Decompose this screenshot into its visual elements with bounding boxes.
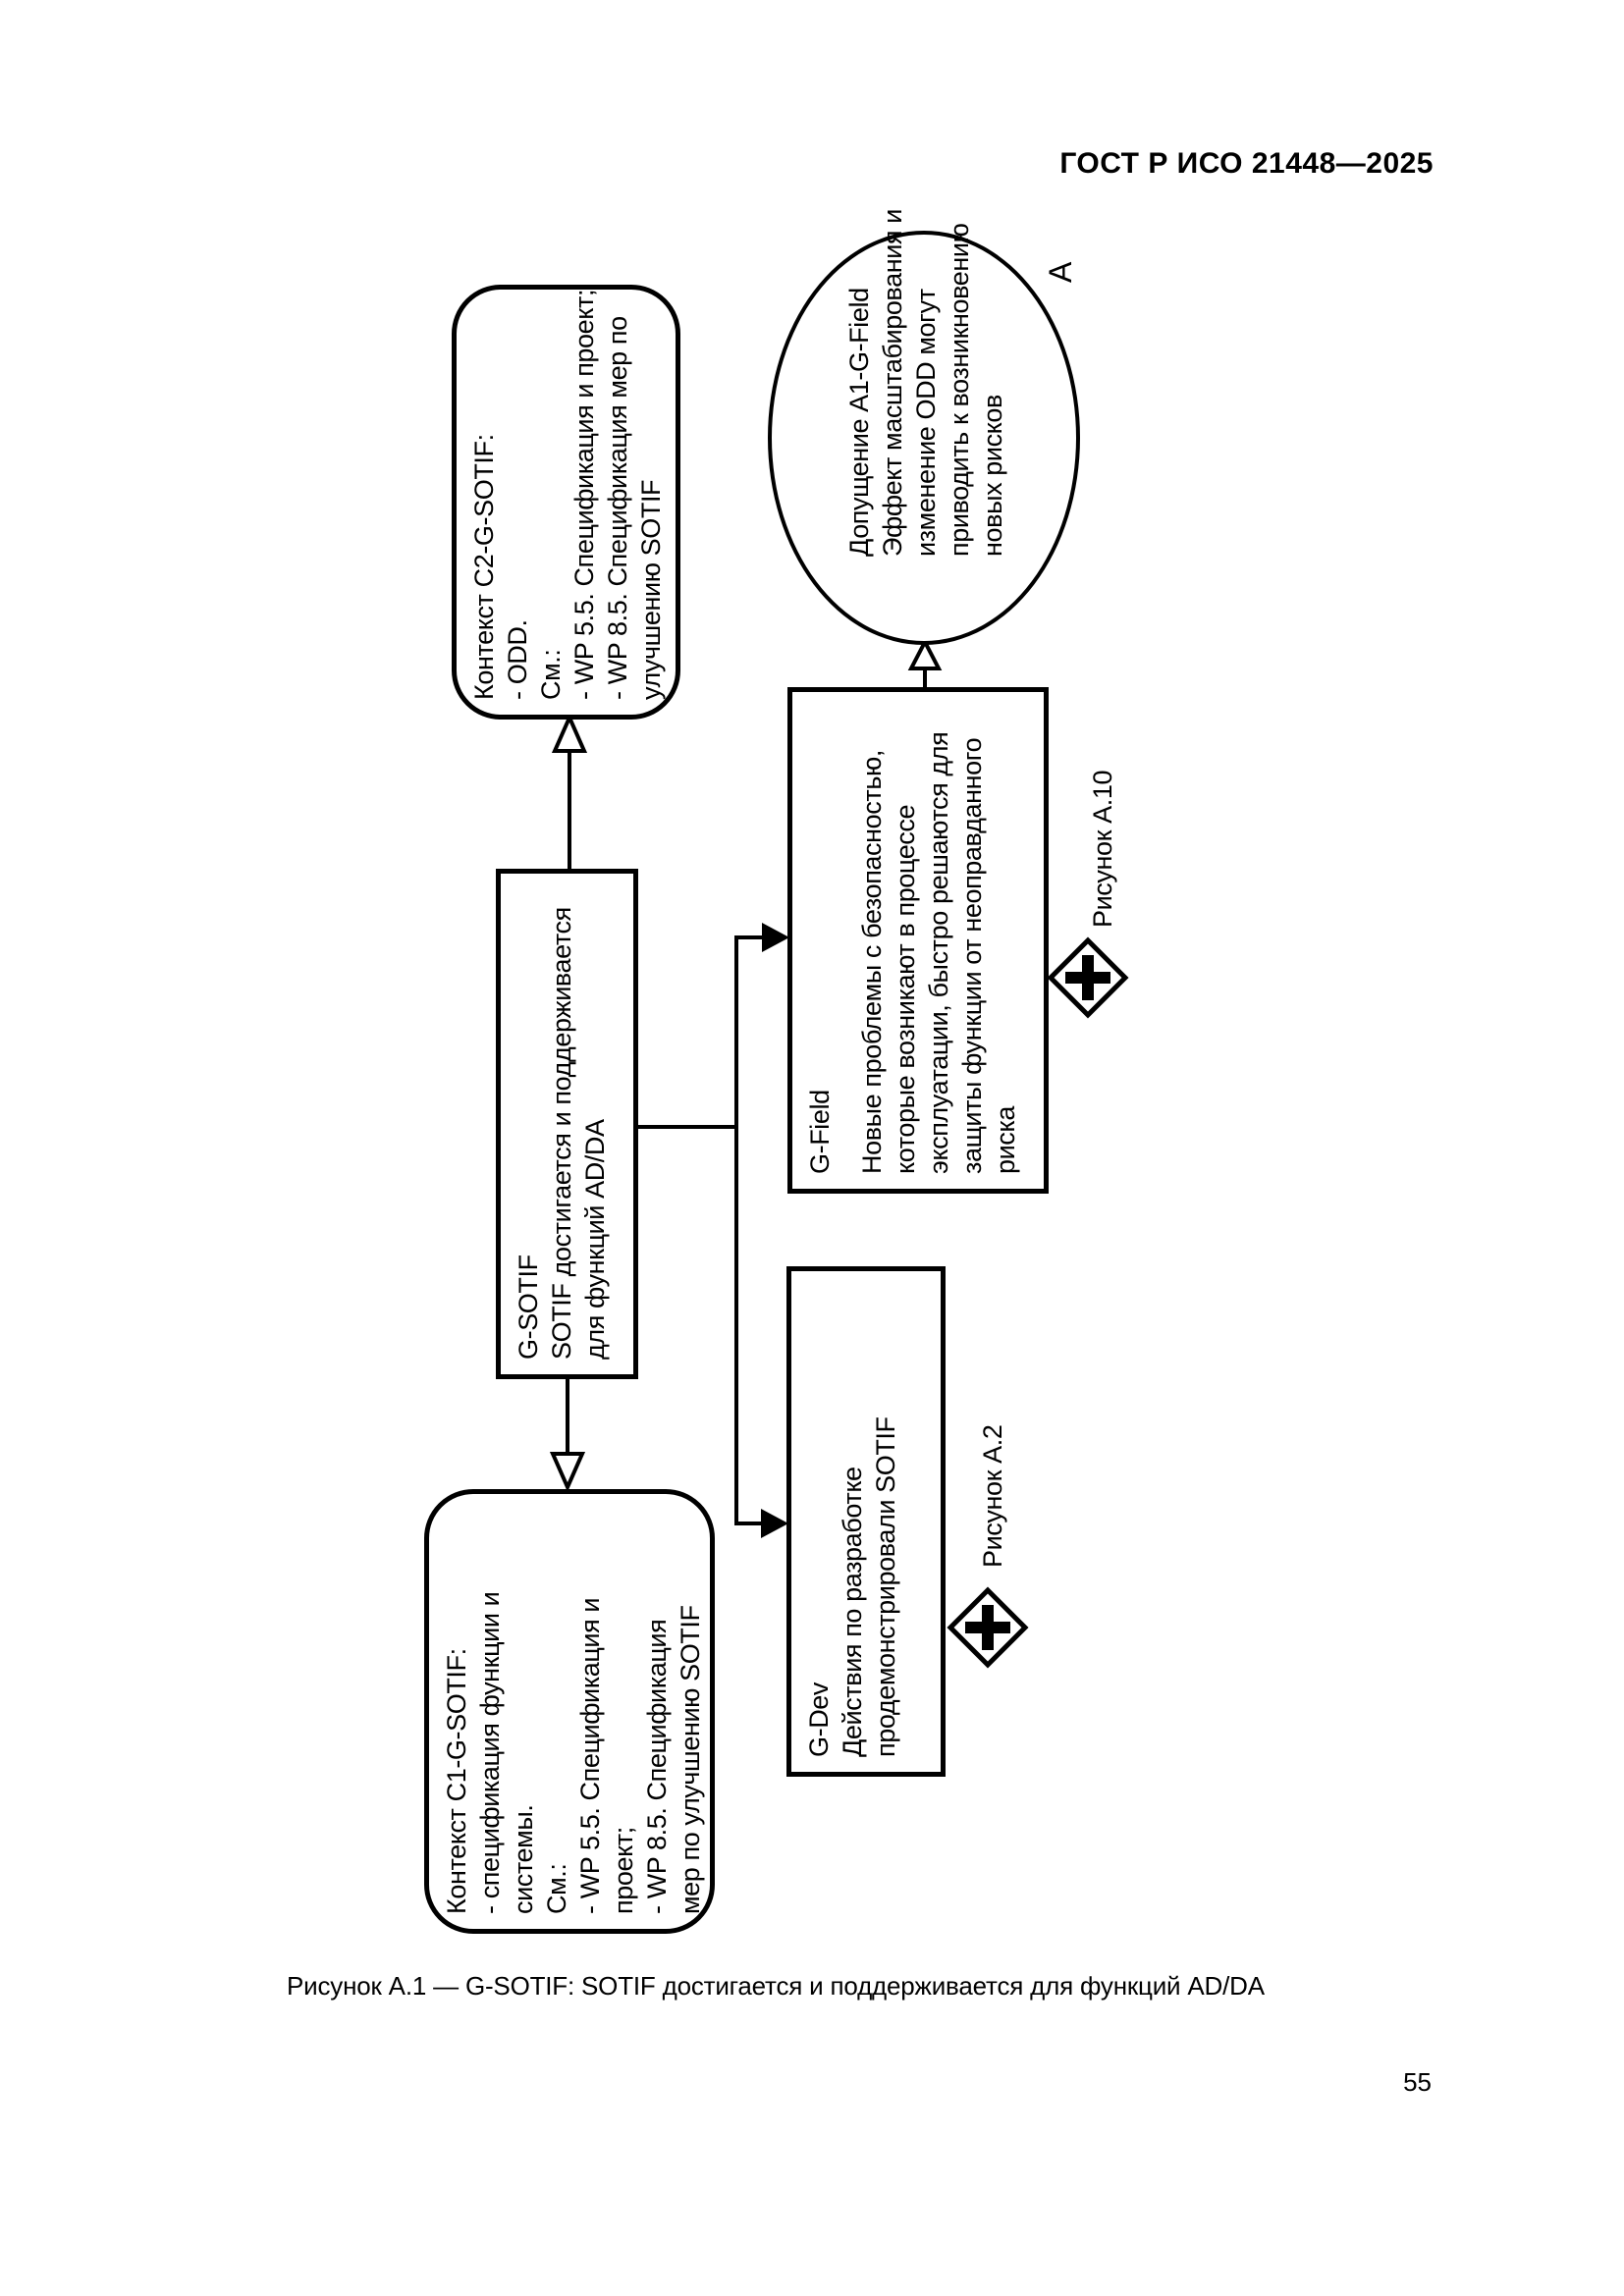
figure-caption: Рисунок А.1 — G-SOTIF: SOTIF достигается…	[287, 1971, 1265, 2001]
goal-g-sotif-id: G-SOTIF	[514, 1255, 543, 1360]
context-arrowhead-c2-icon	[551, 713, 588, 753]
text-line: продемонстрировали SOTIF	[871, 1416, 900, 1757]
text-line: - ODD.	[503, 619, 532, 700]
text-line: изменение ODD могут	[911, 289, 941, 557]
text-line: проект;	[609, 1827, 638, 1914]
text-line: улучшению SOTIF	[636, 479, 666, 700]
figure-a10-ref-label: Рисунок А.10	[1088, 770, 1117, 928]
document-header: ГОСТ Р ИСО 21448—2025	[1059, 147, 1434, 180]
text-line: риска	[991, 1105, 1020, 1174]
text-line: эксплуатации, быстро решаются для	[924, 731, 953, 1174]
text-line: Новые проблемы с безопасностью,	[857, 750, 887, 1174]
context-c1-box: Контекст C1-G-SOTIF:- спецификация функц…	[424, 1489, 715, 1934]
text-line: мер по улучшению SOTIF	[676, 1605, 705, 1914]
goal-g-sotif-box: G-SOTIF SOTIF достигается и поддерживает…	[496, 869, 638, 1379]
text-line: - WP 5.5. Спецификация и проект;	[569, 289, 599, 700]
text-line: системы.	[509, 1804, 538, 1914]
text-line: для функций AD/DA	[580, 1119, 610, 1360]
text-line: Действия по разработке	[838, 1467, 867, 1757]
figure-a1-diagram: Контекст C1-G-SOTIF:- спецификация функц…	[412, 209, 1267, 1934]
text-line: - WP 5.5. Спецификация и	[575, 1597, 605, 1914]
text-line: См.:	[536, 649, 566, 700]
text-line: защиты функции от неоправданного	[957, 737, 987, 1174]
figure-a2-ref-label: Рисунок А.2	[978, 1424, 1007, 1568]
text-line: - WP 8.5. Спецификация мер по	[603, 316, 632, 700]
text-line: См.:	[542, 1863, 571, 1914]
context-arrowhead-c1-icon	[549, 1452, 586, 1492]
text-line: Допущение A1-G-Field	[844, 288, 874, 557]
supported-arrowhead-gfield-icon	[762, 923, 789, 952]
text-line: Эффект масштабирования и	[878, 209, 907, 557]
goal-g-field-id: G-Field	[805, 1090, 835, 1174]
goal-g-dev-id: G-Dev	[804, 1682, 834, 1757]
text-line: Контекст C2-G-SOTIF:	[469, 434, 499, 700]
goal-g-field-body: Новые проблемы с безопасностью,которые в…	[855, 707, 1022, 1174]
text-line: Контекст C1-G-SOTIF:	[442, 1648, 471, 1914]
text-line: которые возникают в процессе	[891, 804, 920, 1174]
goal-g-field-box: G-Field Новые проблемы с безопасностью,к…	[787, 687, 1049, 1194]
module-plus-a10-icon	[1065, 972, 1110, 984]
text-line: SOTIF достигается и поддерживается	[547, 907, 576, 1360]
page-number: 55	[1403, 2067, 1432, 2097]
module-plus-a2-icon	[965, 1622, 1010, 1633]
text-line: - WP 8.5. Спецификация	[642, 1619, 672, 1914]
supported-arrowhead-gdev-icon	[761, 1509, 788, 1538]
context-c2-box: Контекст C2-G-SOTIF:- ODD.См.:- WP 5.5. …	[452, 285, 680, 720]
text-line: новых рисков	[978, 395, 1007, 557]
connector-layer	[549, 637, 1129, 1669]
text-line: приводить к возникновению	[945, 223, 974, 557]
text-line: - спецификация функции и	[475, 1591, 505, 1914]
context-arrowhead-a1-icon	[907, 637, 943, 670]
module-a-label: А	[1043, 261, 1078, 283]
